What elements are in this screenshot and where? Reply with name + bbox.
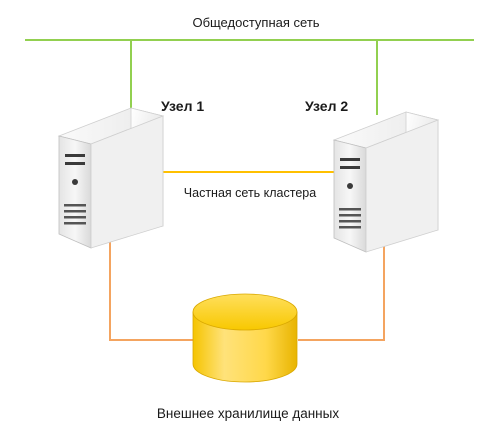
storage-link-node-2 bbox=[298, 240, 385, 341]
private-network-label: Частная сеть кластера bbox=[184, 186, 316, 200]
storage-link-node-1 bbox=[109, 238, 193, 341]
node-2-label: Узел 2 bbox=[305, 98, 348, 114]
storage-links bbox=[109, 238, 385, 341]
private-network: Частная сеть кластера bbox=[163, 171, 334, 200]
database-icon bbox=[192, 293, 298, 383]
server-icon bbox=[57, 107, 165, 249]
node-2: Узел 2 bbox=[305, 98, 440, 253]
node-1: Узел 1 bbox=[57, 98, 204, 249]
server-icon bbox=[332, 111, 440, 253]
public-network-label: Общедоступная сеть bbox=[192, 15, 319, 30]
node-1-label: Узел 1 bbox=[161, 98, 204, 114]
public-network: Общедоступная сеть bbox=[25, 15, 474, 115]
storage-label: Внешнее хранилище данных bbox=[157, 406, 339, 421]
external-storage: Внешнее хранилище данных bbox=[157, 293, 339, 421]
